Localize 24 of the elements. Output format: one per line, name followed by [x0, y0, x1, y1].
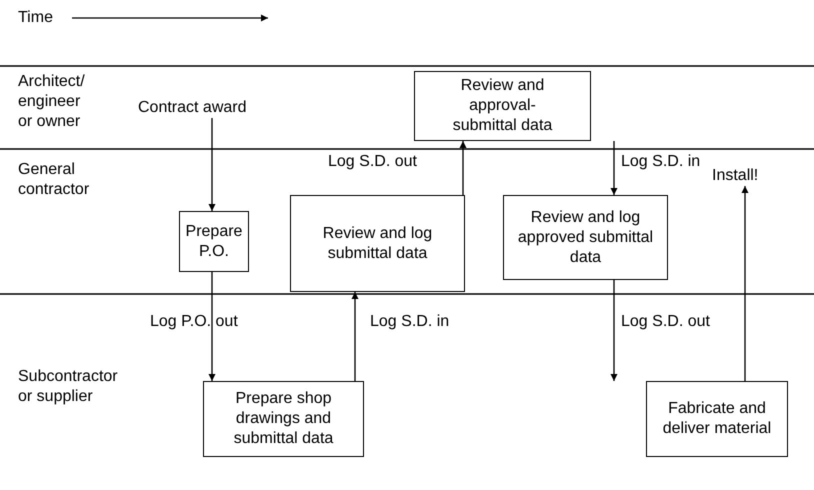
- process-box: Review and approval-submittal data: [414, 71, 591, 141]
- arrow: [610, 141, 618, 195]
- arrow: [352, 292, 358, 381]
- process-box: Fabricate and deliver material: [646, 381, 788, 457]
- lane-label: General contractor: [18, 160, 90, 200]
- arrow: [208, 272, 216, 381]
- lane-label: Architect/ engineer or owner: [18, 72, 86, 132]
- arrow: [610, 280, 618, 381]
- axis-label: Time: [18, 8, 53, 28]
- process-box: Review and log approved submittal data: [503, 195, 668, 280]
- edge-label: Log S.D. out: [328, 152, 417, 172]
- edge-label: Log S.D. in: [621, 152, 700, 172]
- edge-label: Log P.O. out: [150, 312, 238, 332]
- arrow: [460, 141, 466, 195]
- edge-label: Log S.D. out: [621, 312, 710, 332]
- process-box: Prepare P.O.: [179, 211, 249, 272]
- process-box: Review and log submittal data: [290, 195, 465, 292]
- arrow: [208, 118, 216, 211]
- flow-text: Install!: [712, 166, 758, 186]
- edge-label: Log S.D. in: [370, 312, 450, 332]
- process-box: Prepare shop drawings and submittal data: [203, 381, 364, 457]
- lane-label: Subcontractor or supplier: [18, 367, 119, 407]
- flow-text: Contract award: [138, 98, 246, 118]
- arrow: [742, 186, 748, 381]
